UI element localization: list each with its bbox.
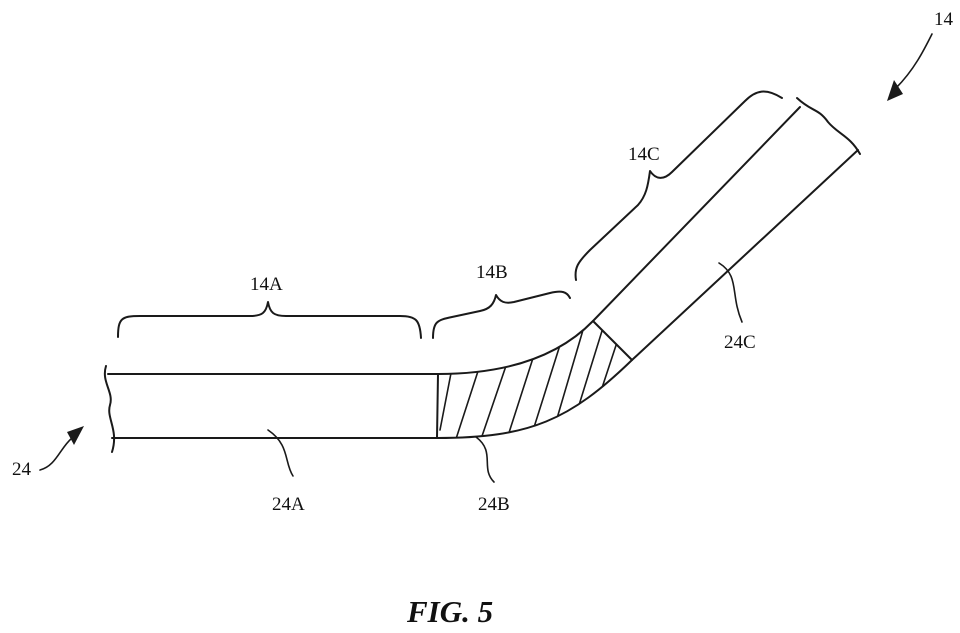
leader-24a (268, 430, 293, 476)
label-24a: 24A (272, 494, 305, 515)
leader-14 (896, 34, 932, 88)
brace-14a (118, 302, 421, 338)
label-14b: 14B (476, 262, 508, 283)
leader-24b (476, 437, 494, 482)
label-24b: 24B (478, 494, 510, 515)
label-14a: 14A (250, 274, 283, 295)
brace-14c (576, 92, 782, 280)
figure-caption: FIG. 5 (406, 594, 493, 629)
label-14c: 14C (628, 144, 660, 165)
label-14: 14 (934, 9, 954, 30)
strip-left-break (105, 366, 114, 452)
label-24: 24 (12, 459, 32, 480)
brace-14b (433, 292, 570, 338)
boundary-24a-24b (437, 374, 438, 438)
arrowhead-24 (67, 426, 84, 445)
label-24c: 24C (724, 332, 756, 353)
strip-top-edge (108, 107, 800, 374)
strip-right-break (797, 98, 860, 154)
leader-24c (719, 263, 742, 322)
strip-bottom-edge (112, 150, 858, 438)
leader-24 (40, 438, 72, 470)
region-24b-hatching (440, 312, 627, 442)
